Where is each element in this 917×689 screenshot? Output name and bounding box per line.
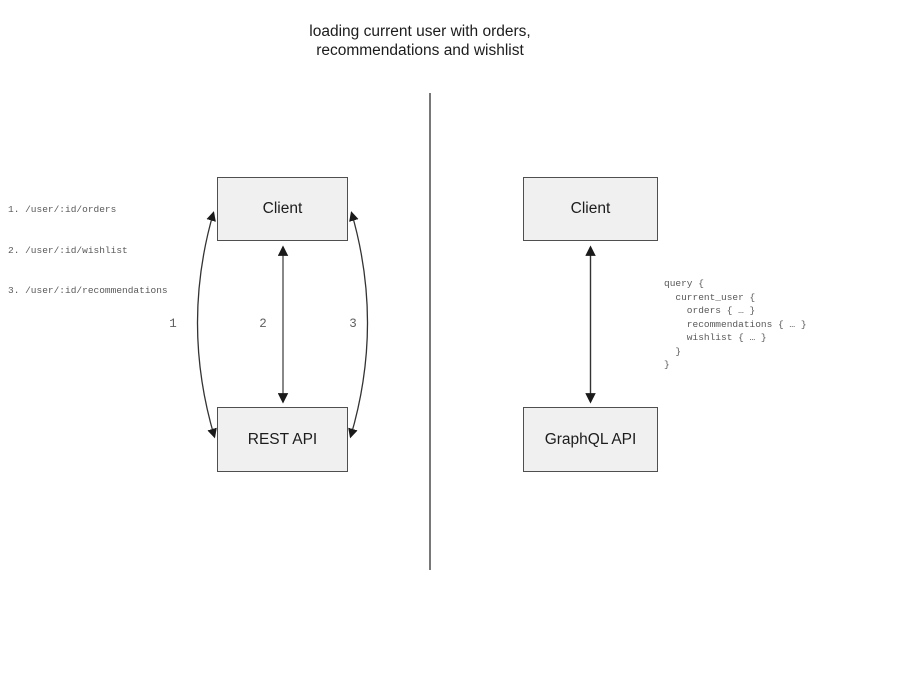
rest-endpoint-wishlist: 2. /user/:id/wishlist xyxy=(8,244,128,256)
rest-client-node: Client xyxy=(217,177,348,241)
graphql-api-label: GraphQL API xyxy=(544,430,637,448)
rest-arrow-recommendations xyxy=(348,211,369,439)
rest-api-label: REST API xyxy=(247,430,318,448)
graphql-client-label: Client xyxy=(570,200,611,217)
arrow-label-2: 2 xyxy=(259,317,267,331)
rest-endpoint-orders: 1. /user/:id/orders xyxy=(8,204,117,215)
rest-client-label: Client xyxy=(262,200,303,217)
arrow-label-3: 3 xyxy=(349,317,357,331)
rest-arrow-orders xyxy=(196,211,217,439)
graphql-api-node: GraphQL API xyxy=(523,407,658,472)
graphql-query-snippet: query { current_user { orders { … } reco… xyxy=(664,278,807,370)
rest-endpoint-list: 1. /user/:id/orders 2. /user/:id/wishlis… xyxy=(8,176,168,325)
graphql-client-node: Client xyxy=(523,177,658,241)
rest-endpoint-recommendations: 3. /user/:id/recommendations xyxy=(8,285,168,296)
arrow-label-1: 1 xyxy=(169,317,177,331)
panel-divider xyxy=(429,93,431,570)
rest-api-node: REST API xyxy=(217,407,348,472)
diagram-title: loading current user with orders, recomm… xyxy=(309,23,531,59)
